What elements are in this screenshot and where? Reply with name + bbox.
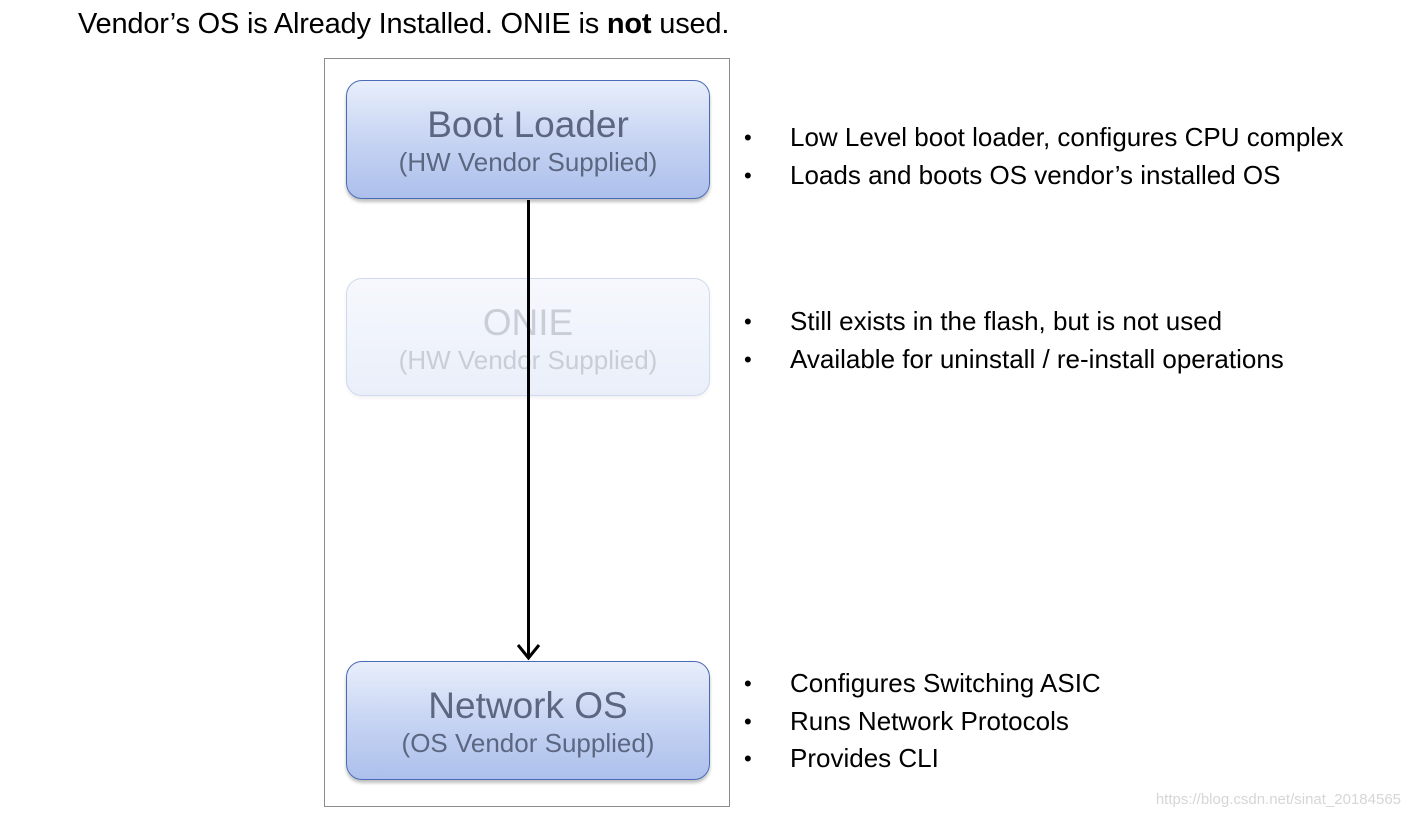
bullet-text: Available for uninstall / re-install ope…: [790, 343, 1284, 374]
bullet-icon: •: [744, 346, 752, 372]
bullet-text: Still exists in the flash, but is not us…: [790, 306, 1223, 336]
title-prefix: Vendor’s OS is Already Installed. ONIE i…: [78, 8, 607, 40]
list-item: • Still exists in the flash, but is not u…: [744, 303, 1284, 341]
onie-box: ONIE (HW Vendor Supplied): [346, 278, 710, 396]
bullet-text: Provides CLI: [790, 743, 939, 773]
boot-loader-box-supplier: (HW Vendor Supplied): [398, 147, 658, 177]
list-item: • Low Level boot loader, configures CPU c…: [744, 119, 1344, 157]
bullet-text: Configures Switching ASIC: [790, 668, 1101, 698]
network-os-box: Network OS (OS Vendor Supplied): [346, 661, 710, 780]
bullet-text: Loads and boots OS vendor’s installed OS: [790, 159, 1281, 190]
boot-loader-bullets: • Low Level boot loader, configures CPU c…: [744, 119, 1344, 194]
onie-bullets: • Still exists in the flash, but is not u…: [744, 303, 1284, 378]
bullet-icon: •: [744, 671, 752, 696]
title-suffix: used.: [651, 8, 730, 40]
network-os-box-name: Network OS: [428, 685, 628, 726]
bullet-icon: •: [744, 162, 752, 188]
title-emphasis: not: [606, 8, 652, 40]
watermark: https://blog.csdn.net/sinat_20184565: [1155, 791, 1401, 808]
bullet-text: Runs Network Protocols: [790, 705, 1069, 736]
bullet-icon: •: [744, 309, 752, 334]
bullet-text: Low Level boot loader, configures CPU co…: [790, 122, 1344, 152]
page-title: Vendor’s OS is Already Installed. ONIE i…: [78, 4, 729, 44]
list-item: • Available for uninstall / re-install op…: [744, 341, 1284, 379]
bullet-icon: •: [744, 125, 752, 150]
list-item: • Runs Network Protocols: [744, 703, 1101, 741]
onie-box-name: ONIE: [482, 302, 574, 343]
list-item: • Configures Switching ASIC: [744, 665, 1101, 703]
network-os-bullets: • Configures Switching ASIC • Runs Network…: [744, 665, 1101, 778]
list-item: • Provides CLI: [744, 740, 1101, 778]
bullet-icon: •: [744, 746, 752, 771]
network-os-box-supplier: (OS Vendor Supplied): [401, 728, 655, 758]
onie-box-supplier: (HW Vendor Supplied): [398, 345, 658, 375]
boot-loader-box-name: Boot Loader: [427, 104, 629, 145]
boot-loader-box: Boot Loader (HW Vendor Supplied): [346, 80, 710, 199]
list-item: • Loads and boots OS vendor’s installed O…: [744, 157, 1344, 195]
bullet-icon: •: [744, 708, 752, 734]
